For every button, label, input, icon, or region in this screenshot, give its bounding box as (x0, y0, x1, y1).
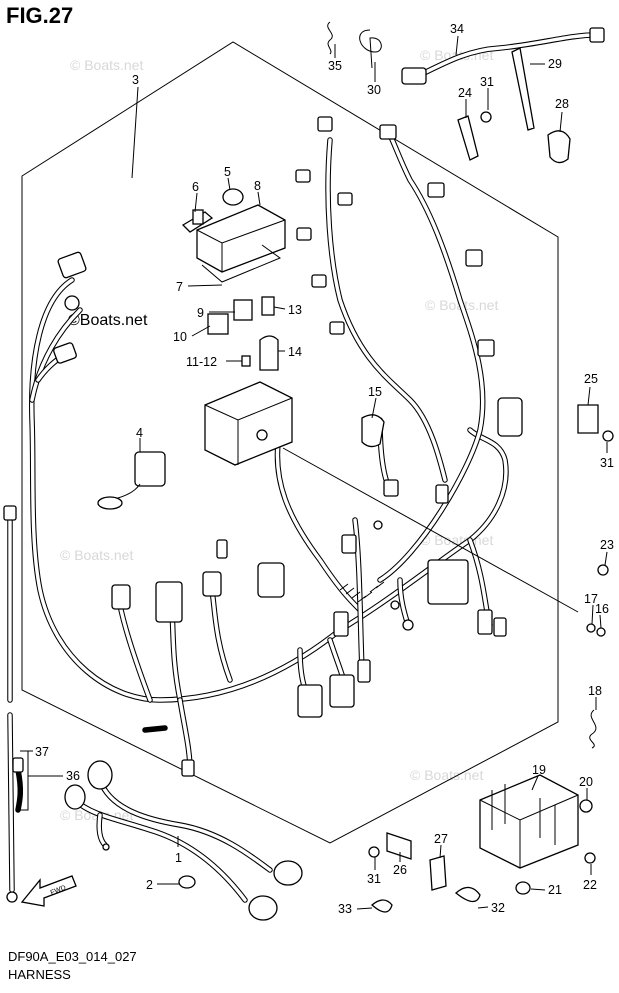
callout-17: 17 (584, 592, 598, 606)
callout-35: 35 (328, 59, 342, 73)
harness-connectors (53, 116, 523, 777)
svg-text:© Boats.net: © Boats.net (420, 532, 493, 548)
callout-31-right: 31 (600, 456, 614, 470)
svg-text:© Boats.net: © Boats.net (70, 57, 143, 73)
callout-5: 5 (224, 165, 231, 179)
callout-10: 10 (173, 330, 187, 344)
callout-15: 15 (368, 385, 382, 399)
figure-code: DF90A_E03_014_027 (8, 949, 137, 964)
callout-20: 20 (579, 775, 593, 789)
callout-25: 25 (584, 372, 598, 386)
main-harness (29, 132, 509, 773)
callout-36: 36 (66, 769, 80, 783)
harness-part-36 (3, 505, 24, 903)
callout-32: 32 (491, 901, 505, 915)
parts-upper-middle (97, 188, 385, 510)
callout-2: 2 (146, 878, 153, 892)
callout-6: 6 (192, 180, 199, 194)
callout-26: 26 (393, 863, 407, 877)
callout-1: 1 (175, 851, 182, 865)
svg-text:© Boats.net: © Boats.net (60, 547, 133, 563)
callout-29: 29 (548, 57, 562, 71)
callout-19: 19 (532, 763, 546, 777)
callout-31-bottom: 31 (367, 872, 381, 886)
callout-16: 16 (595, 602, 609, 616)
callout-28: 28 (555, 97, 569, 111)
fuse-relay-box (204, 381, 293, 466)
callout-8: 8 (254, 179, 261, 193)
callout-4: 4 (136, 426, 143, 440)
assembly-frame (21, 41, 559, 844)
callout-30: 30 (367, 83, 381, 97)
figure-name: HARNESS (8, 967, 71, 982)
parts-upper-right (327, 21, 605, 164)
callout-labels: 1 2 3 4 5 6 7 8 9 10 11-12 13 14 15 16 1… (35, 22, 614, 916)
callout-37: 37 (35, 745, 49, 759)
callout-24: 24 (458, 86, 472, 100)
callout-7: 7 (176, 280, 183, 294)
callout-14: 14 (288, 345, 302, 359)
callout-31-top: 31 (480, 75, 494, 89)
callout-22: 22 (583, 878, 597, 892)
fwd-arrow-icon: FWD (20, 875, 77, 907)
parts-right (479, 404, 614, 895)
callout-23: 23 (600, 538, 614, 552)
callout-3: 3 (132, 73, 139, 87)
callout-13: 13 (288, 303, 302, 317)
callout-18: 18 (588, 684, 602, 698)
svg-text:©Boats.net: ©Boats.net (68, 312, 148, 329)
figure-title: FIG.27 (6, 3, 74, 28)
callout-34: 34 (450, 22, 464, 36)
leader-lines (20, 35, 608, 910)
callout-27: 27 (434, 832, 448, 846)
parts-lower (178, 832, 481, 913)
callout-11-12: 11-12 (186, 355, 217, 369)
callout-21: 21 (548, 883, 562, 897)
harness-part-1 (64, 760, 303, 921)
callout-33: 33 (338, 902, 352, 916)
callout-9: 9 (197, 306, 204, 320)
